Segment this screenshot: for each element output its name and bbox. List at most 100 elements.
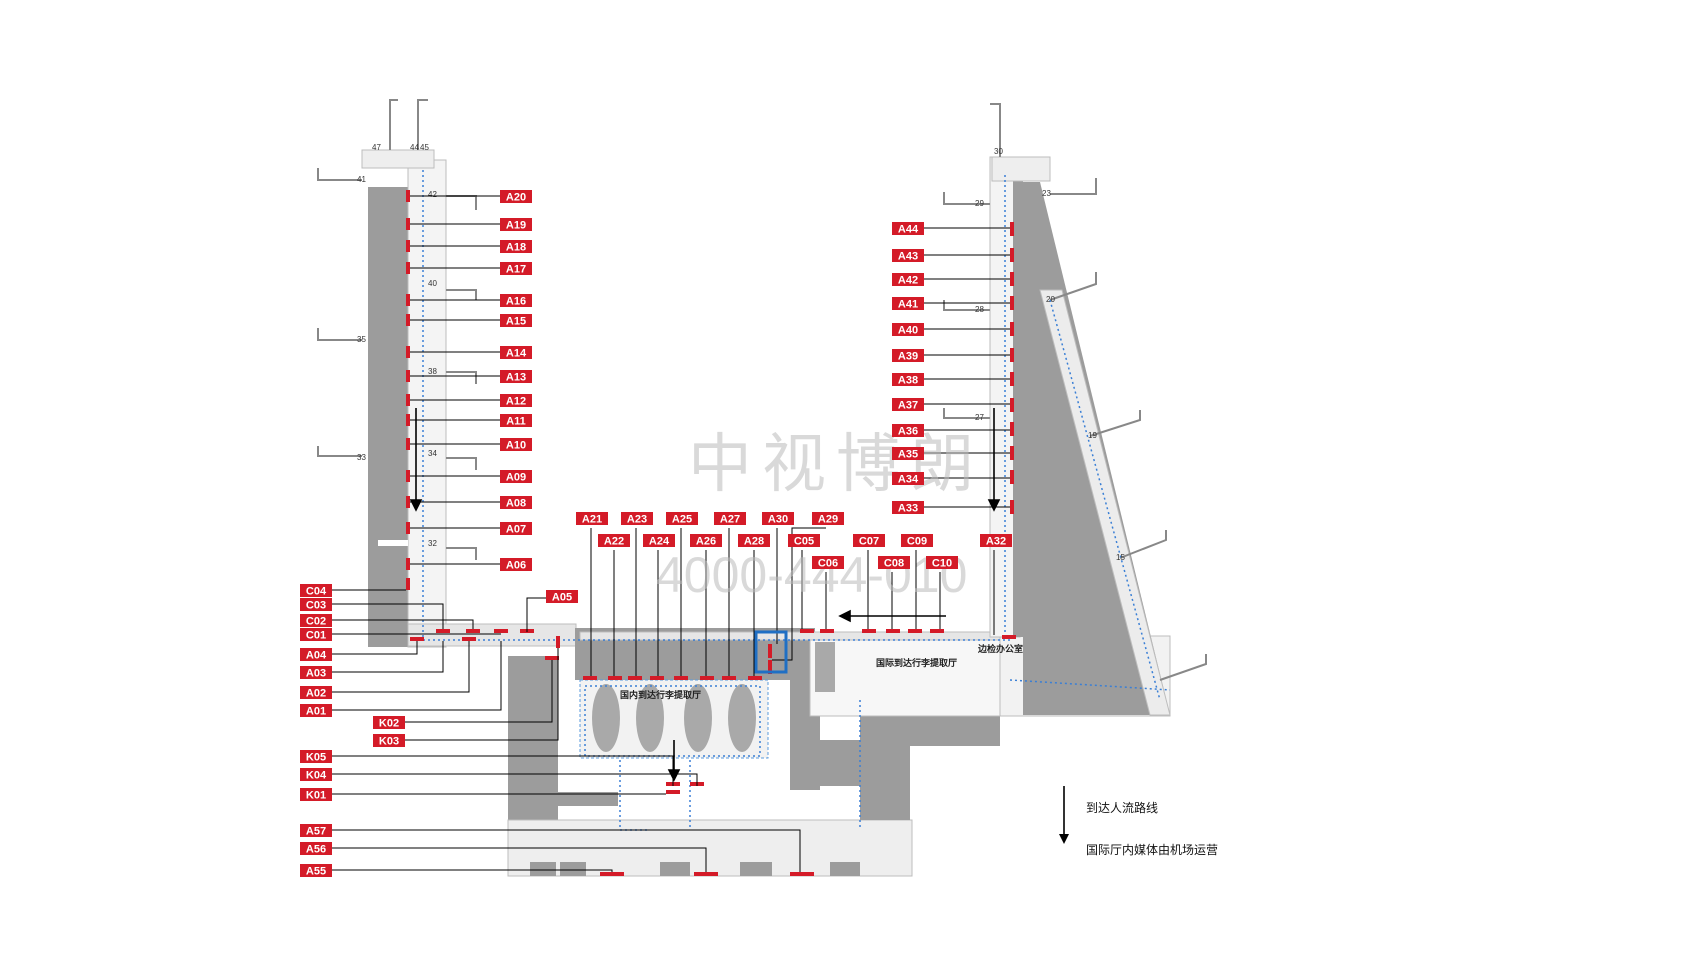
ad-label-a29: A29 bbox=[812, 512, 844, 526]
ad-label-box bbox=[500, 294, 532, 307]
carousel-4 bbox=[728, 684, 756, 752]
arrow-left-pier-head bbox=[409, 499, 423, 512]
marker-a55 bbox=[600, 872, 624, 876]
ad-label-box bbox=[500, 470, 532, 483]
ad-label-a20: A20 bbox=[500, 190, 532, 204]
ad-label-text: A56 bbox=[306, 844, 326, 856]
ad-label-a33: A33 bbox=[892, 501, 924, 515]
ad-label-a01: A01 bbox=[300, 704, 332, 718]
ad-label-a06: A06 bbox=[500, 558, 532, 572]
ad-label-text: A30 bbox=[768, 514, 788, 526]
ad-label-text: A44 bbox=[898, 224, 919, 236]
marker-a39 bbox=[1010, 348, 1014, 362]
marker-a44 bbox=[1010, 222, 1014, 236]
bridge-35 bbox=[317, 328, 362, 341]
marker-c01 bbox=[494, 629, 508, 633]
ad-label-a25: A25 bbox=[666, 512, 698, 526]
ad-label-text: K04 bbox=[306, 770, 327, 782]
connector-west bbox=[407, 623, 577, 647]
gate-number: 32 bbox=[428, 539, 437, 548]
ad-label-box bbox=[738, 534, 770, 547]
ad-label-c04: C04 bbox=[300, 584, 332, 598]
ad-label-box bbox=[500, 394, 532, 407]
shop-5 bbox=[830, 862, 860, 876]
ad-label-a32: A32 bbox=[980, 534, 1012, 548]
ad-label-text: C04 bbox=[306, 586, 327, 598]
ad-label-a24: A24 bbox=[643, 534, 675, 548]
marker-c09 bbox=[908, 629, 922, 633]
ad-label-c01: C01 bbox=[300, 628, 332, 642]
ad-label-box bbox=[762, 512, 794, 525]
ad-label-box bbox=[892, 222, 924, 235]
marker-k01 bbox=[666, 790, 680, 794]
ad-label-text: A25 bbox=[672, 514, 692, 526]
bridge-33 bbox=[317, 446, 362, 457]
marker-a29 bbox=[768, 660, 772, 674]
ad-label-text: A55 bbox=[306, 866, 326, 878]
ad-label-a41: A41 bbox=[892, 297, 924, 311]
ad-markers bbox=[406, 190, 1016, 876]
ad-label-text: A10 bbox=[506, 440, 526, 452]
service-strip bbox=[558, 792, 618, 806]
marker-a28 bbox=[748, 676, 762, 680]
ad-label-text: A41 bbox=[898, 299, 918, 311]
ad-label-text: A24 bbox=[649, 536, 670, 548]
bridge-42 bbox=[446, 195, 477, 210]
international-baggage-label: 国际到达行李提取厅 bbox=[876, 657, 957, 668]
ad-label-a14: A14 bbox=[500, 346, 532, 360]
marker-k03 bbox=[556, 636, 560, 648]
ad-label-text: A39 bbox=[898, 351, 918, 363]
marker-a11 bbox=[406, 414, 410, 426]
marker-a20 bbox=[406, 190, 410, 202]
ad-label-box bbox=[892, 373, 924, 386]
ad-label-box bbox=[892, 424, 924, 437]
ad-label-box bbox=[621, 512, 653, 525]
ad-label-box bbox=[300, 864, 332, 877]
bridge-27 bbox=[943, 408, 990, 419]
ad-label-box bbox=[666, 512, 698, 525]
ad-label-a11: A11 bbox=[500, 414, 532, 428]
ad-label-text: A22 bbox=[604, 536, 624, 548]
bridge-45 bbox=[389, 99, 398, 150]
ad-label-text: A01 bbox=[306, 706, 326, 718]
ad-label-box bbox=[373, 716, 405, 729]
bridge-41 bbox=[317, 168, 362, 181]
shop-3 bbox=[660, 862, 690, 876]
ad-label-a57: A57 bbox=[300, 824, 332, 838]
gate-number: 30 bbox=[994, 147, 1003, 156]
ad-label-text: A02 bbox=[306, 688, 326, 700]
ad-label-text: C07 bbox=[859, 536, 879, 548]
ad-label-a09: A09 bbox=[500, 470, 532, 484]
shop-1 bbox=[530, 862, 556, 876]
ad-label-c06: C06 bbox=[812, 556, 844, 570]
ad-label-text: A12 bbox=[506, 396, 526, 408]
marker-a25 bbox=[674, 676, 688, 680]
ad-label-text: C09 bbox=[907, 536, 927, 548]
marker-c07 bbox=[862, 629, 876, 633]
ad-label-text: K02 bbox=[379, 718, 399, 730]
ad-label-text: A20 bbox=[506, 192, 526, 204]
legend-arrow-icon bbox=[1059, 834, 1069, 844]
marker-a56 bbox=[694, 872, 718, 876]
leader-k02 bbox=[405, 660, 553, 723]
label-layer: A20A19A18A17A16A15A14A13A12A11A10A09A08A… bbox=[300, 190, 1012, 878]
marker-c04 bbox=[406, 578, 410, 590]
bridge-29 bbox=[943, 192, 990, 205]
ad-label-box bbox=[926, 556, 958, 569]
ad-label-a27: A27 bbox=[714, 512, 746, 526]
ad-label-box bbox=[812, 556, 844, 569]
gate-number: 35 bbox=[357, 335, 366, 344]
arrow-right-pier-head bbox=[987, 499, 1001, 512]
ad-label-box bbox=[500, 262, 532, 275]
gate-number: 42 bbox=[428, 190, 437, 199]
ad-label-text: A28 bbox=[744, 536, 764, 548]
gate-number: 29 bbox=[975, 199, 984, 208]
border-office-label: 边检办公室 bbox=[977, 643, 1023, 654]
ad-label-a44: A44 bbox=[892, 222, 924, 236]
ad-label-text: A19 bbox=[506, 220, 526, 232]
ad-label-a22: A22 bbox=[598, 534, 630, 548]
ad-label-a02: A02 bbox=[300, 686, 332, 700]
ad-label-a28: A28 bbox=[738, 534, 770, 548]
ad-label-box bbox=[500, 190, 532, 203]
ad-label-box bbox=[300, 842, 332, 855]
